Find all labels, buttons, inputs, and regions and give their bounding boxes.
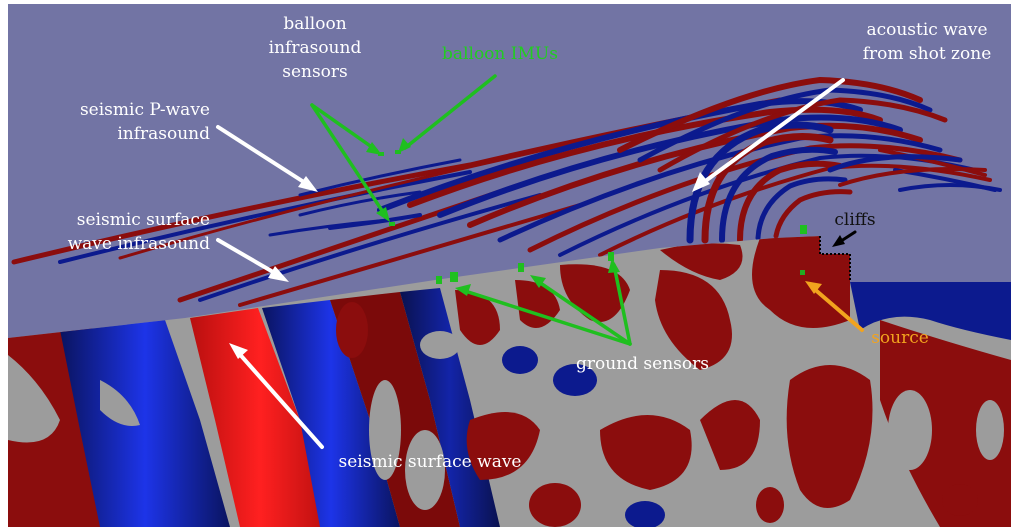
label-line: sensors (282, 62, 348, 82)
acoustic-wave-label: acoustic wave from shot zone (842, 18, 1011, 66)
label-line: from shot zone (862, 44, 992, 64)
atmospheric-wavefronts (11, 76, 1002, 307)
ground-sensors-label: ground sensors (576, 354, 709, 374)
ground-sensor-marker (450, 272, 458, 282)
source-label: source (871, 328, 929, 348)
label-line: balloon (283, 14, 347, 34)
ground-wavefield (8, 236, 1011, 527)
label-line: acoustic wave (866, 20, 988, 40)
seismic-p-wave-infrasound-label: seismic P-wave infrasound (40, 98, 210, 146)
source-marker (800, 270, 805, 275)
ground-sensor-marker (800, 225, 807, 234)
label-line: infrasound (268, 38, 362, 58)
balloon-imus-label: balloon IMUs (442, 44, 558, 64)
ground-sensor-marker (518, 263, 524, 272)
annotation-arrows (216, 74, 864, 449)
cliffs-label: cliffs (834, 210, 876, 230)
ground-sensor-marker (608, 252, 614, 261)
seismic-surface-wave-infrasound-label: seismic surface wave infrasound (30, 208, 210, 256)
balloon-infrasound-sensors-label: balloon infrasound sensors (255, 12, 375, 84)
label-line: seismic P-wave (79, 100, 210, 120)
balloon-infrasound-sensor-marker (389, 222, 395, 226)
label-line: infrasound (117, 124, 210, 144)
label-line: wave infrasound (67, 234, 210, 254)
seismic-surface-wave-label: seismic surface wave (338, 452, 522, 472)
balloon-imu-marker (395, 150, 401, 154)
ground-sensor-marker (436, 276, 442, 284)
label-line: seismic surface (76, 210, 210, 230)
cliffs-outline (819, 236, 851, 282)
